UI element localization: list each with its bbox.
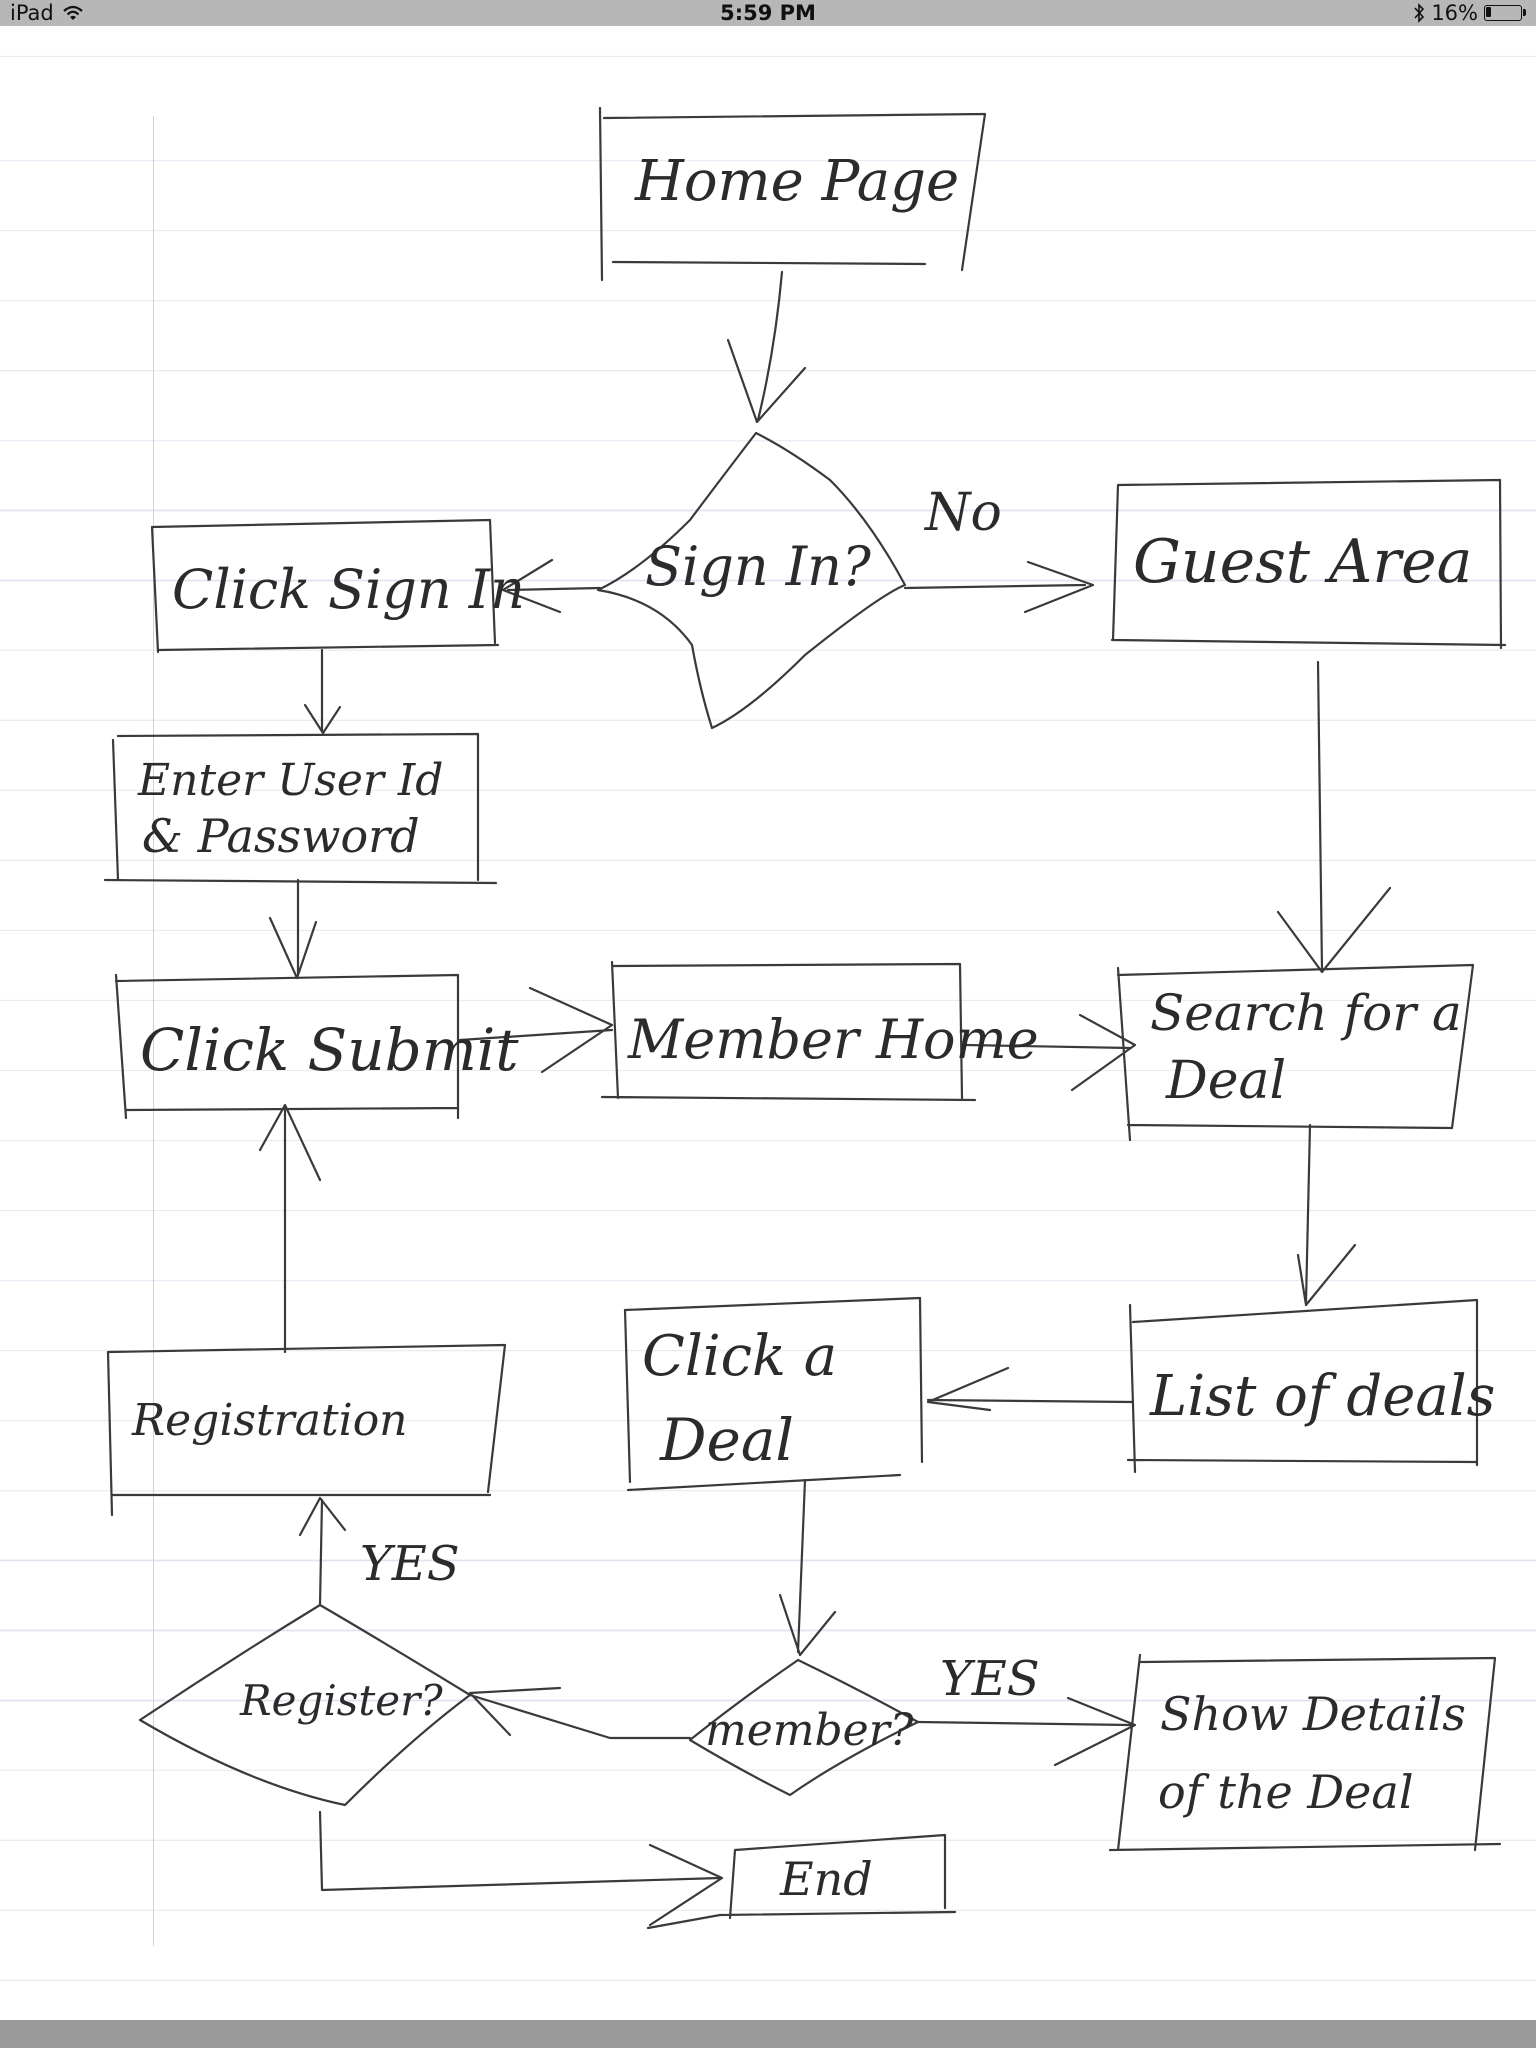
bottom-bar: [0, 2020, 1536, 2048]
label-list-deals: List of deals: [1149, 1364, 1495, 1429]
label-yes-member: YES: [940, 1651, 1040, 1707]
box-end: [646, 1833, 957, 1930]
notebook-paper: [0, 26, 1536, 2020]
box-show-details: [1108, 1653, 1502, 1852]
diamond-member: [688, 1658, 920, 1797]
arrow-registration-to-submit: [258, 1103, 322, 1354]
label-search-deal-1: Search for a: [1150, 984, 1462, 1042]
status-time: 5:59 PM: [0, 0, 1536, 26]
label-register: Register?: [239, 1676, 443, 1725]
arrow-to-enter-user-id: [303, 648, 342, 735]
label-click-sign-in: Click Sign In: [172, 558, 525, 621]
arrow-home-to-signin: [726, 270, 807, 424]
arrow-to-guest-area: [903, 560, 1095, 614]
arrow-member-to-register: [468, 1686, 692, 1740]
clock: 5:59 PM: [720, 1, 816, 25]
box-list-deals: [1126, 1298, 1479, 1474]
box-home-page: [598, 106, 987, 282]
arrow-deal-to-member: [778, 1478, 837, 1657]
arrow-register-to-end: [318, 1810, 724, 1927]
label-no: No: [923, 483, 1002, 543]
diamond-register: [138, 1603, 472, 1807]
device-name: iPad: [10, 1, 54, 25]
label-enter-user-id-1: Enter User Id: [137, 755, 443, 806]
label-show-details-2: of the Deal: [1158, 1765, 1414, 1819]
label-registration: Registration: [131, 1395, 408, 1446]
margin-line: [153, 116, 154, 1946]
label-click-deal-2: Deal: [659, 1406, 794, 1474]
arrow-member-to-search: [964, 1013, 1137, 1092]
box-guest-area: [1110, 478, 1507, 650]
arrow-guest-to-search: [1276, 660, 1392, 974]
label-guest-area: Guest Area: [1133, 527, 1472, 597]
status-left: iPad: [10, 0, 84, 26]
arrow-to-click-sign-in: [501, 558, 602, 614]
box-member-home: [600, 960, 977, 1102]
arrow-to-show-details: [916, 1696, 1137, 1767]
box-click-sign-in: [150, 518, 500, 654]
box-enter-user-id: [103, 732, 498, 885]
arrow-to-click-submit: [268, 878, 318, 980]
label-enter-user-id-2: & Password: [142, 809, 420, 863]
arrow-to-registration: [298, 1496, 347, 1607]
arrow-search-to-list: [1296, 1123, 1357, 1307]
arrow-list-to-click-deal: [926, 1366, 1135, 1412]
battery-percent: 16%: [1431, 1, 1478, 25]
label-member: member?: [705, 1705, 914, 1756]
status-right: 16%: [1413, 0, 1526, 26]
box-registration: [106, 1343, 507, 1517]
wifi-icon: [63, 5, 83, 20]
label-search-deal-2: Deal: [1165, 1051, 1286, 1111]
label-member-home: Member Home: [627, 1008, 1039, 1071]
diamond-sign-in: [596, 431, 907, 730]
arrow-to-member-home: [458, 986, 614, 1074]
bluetooth-icon: [1414, 3, 1425, 23]
flowchart-strokes: [103, 106, 1507, 1930]
label-click-submit: Click Submit: [140, 1016, 519, 1084]
box-click-submit: [114, 973, 460, 1120]
label-click-deal-1: Click a: [642, 1324, 837, 1389]
battery-icon: [1484, 5, 1526, 21]
box-click-deal: [623, 1296, 924, 1492]
label-end: End: [779, 1852, 873, 1906]
label-sign-in: Sign In?: [645, 535, 872, 598]
label-yes-register: YES: [360, 1536, 460, 1592]
label-show-details-1: Show Details: [1160, 1687, 1466, 1741]
status-bar: iPad 5:59 PM 16%: [0, 0, 1536, 26]
box-search-deal: [1116, 963, 1475, 1142]
label-home-page: Home Page: [634, 149, 959, 214]
